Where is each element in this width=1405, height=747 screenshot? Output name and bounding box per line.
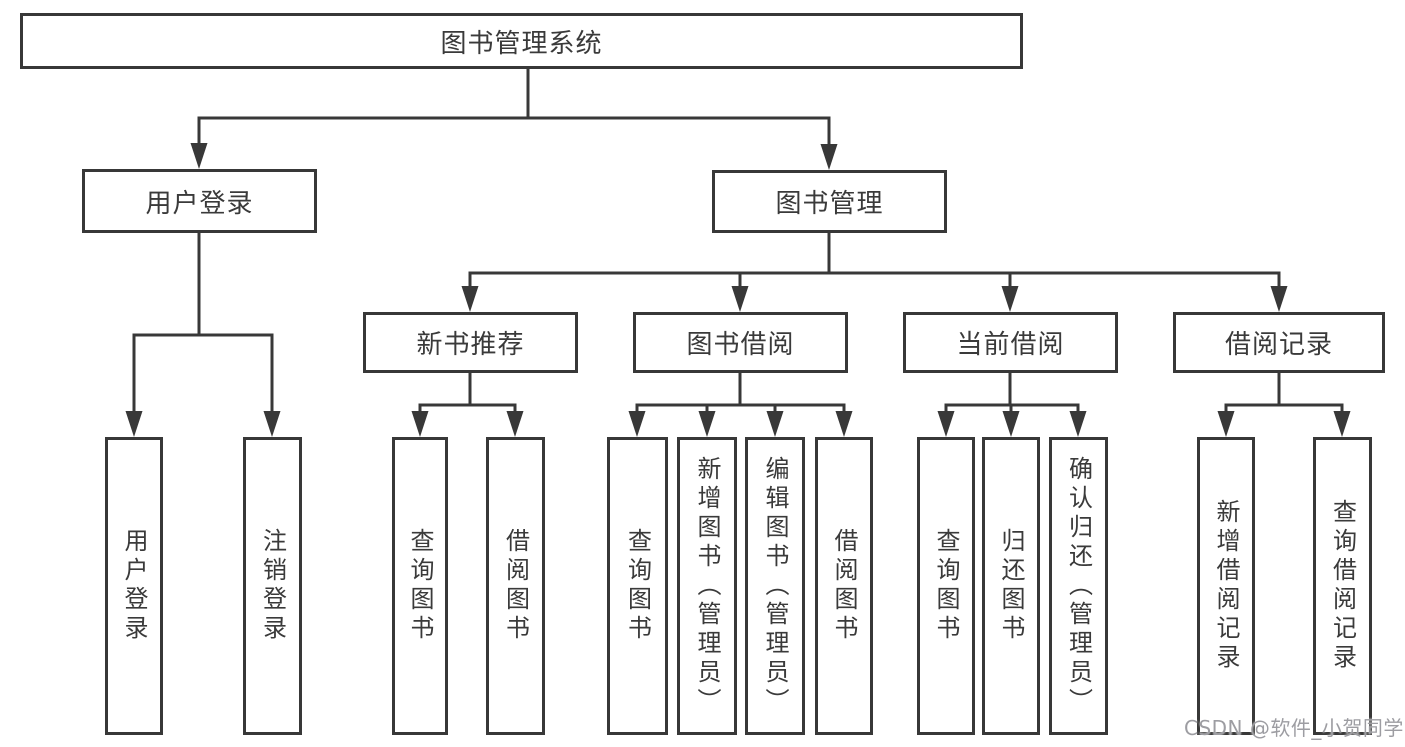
node-borrow-query-book: 查询图书: [607, 437, 668, 735]
node-current-query-book: 查询图书: [917, 437, 975, 735]
connector-user-login-children: [132, 233, 274, 414]
node-label: 用户登录: [120, 528, 148, 644]
node-label: 查询图书: [406, 528, 434, 644]
node-label: 确认归还（管理员）: [1064, 455, 1093, 717]
node-records-query-record: 查询借阅记录: [1313, 437, 1372, 735]
node-new-book-recommend: 新书推荐: [363, 312, 578, 373]
node-label: 图书借阅: [686, 330, 795, 360]
node-rec-borrow-book: 借阅图书: [486, 437, 545, 735]
node-borrow-edit-book-admin: 编辑图书（管理员）: [745, 437, 805, 735]
node-label: 借阅记录: [1224, 330, 1333, 360]
node-label: 用户登录: [145, 188, 254, 219]
node-label: 借阅图书: [830, 528, 858, 644]
node-label: 新书推荐: [416, 330, 525, 360]
node-user-login: 用户登录: [82, 169, 317, 233]
connector-root-to-level2: [197, 69, 831, 146]
node-label: 注销登录: [258, 528, 287, 644]
connector-borrow-records-children: [1224, 373, 1344, 414]
node-current-borrow: 当前借阅: [903, 312, 1118, 373]
connector-book-borrow-children: [635, 373, 846, 414]
node-rec-query-book: 查询图书: [392, 437, 448, 735]
node-label: 借阅图书: [501, 528, 530, 644]
node-label: 图书管理系统: [440, 28, 603, 59]
node-current-confirm-return-admin: 确认归还（管理员）: [1049, 437, 1108, 735]
node-label: 编辑图书（管理员）: [761, 455, 789, 717]
node-records-add-record: 新增借阅记录: [1197, 437, 1255, 735]
node-borrow-add-book-admin: 新增图书（管理员）: [677, 437, 737, 735]
node-label: 当前借阅: [956, 330, 1065, 360]
node-book-management: 图书管理: [712, 170, 947, 233]
node-label: 查询图书: [932, 528, 960, 644]
connector-new-book-children: [418, 373, 517, 414]
connector-current-borrow-children: [944, 373, 1080, 414]
node-label: 归还图书: [997, 528, 1025, 644]
node-borrow-records: 借阅记录: [1173, 312, 1385, 373]
node-book-borrow: 图书借阅: [633, 312, 848, 373]
node-root-system: 图书管理系统: [20, 13, 1023, 69]
node-login-user-login: 用户登录: [105, 437, 163, 735]
node-label: 图书管理: [775, 189, 884, 219]
node-login-logout: 注销登录: [243, 437, 302, 735]
node-label: 查询图书: [623, 528, 652, 644]
node-label: 查询借阅记录: [1328, 499, 1357, 673]
connector-book-mgmt-children: [468, 233, 1281, 289]
node-borrow-borrow-book: 借阅图书: [815, 437, 873, 735]
csdn-watermark: CSDN @软件_小贺同学: [1184, 716, 1404, 740]
node-current-return-book: 归还图书: [982, 437, 1040, 735]
node-label: 新增借阅记录: [1212, 499, 1240, 673]
node-label: 新增图书（管理员）: [693, 455, 721, 717]
